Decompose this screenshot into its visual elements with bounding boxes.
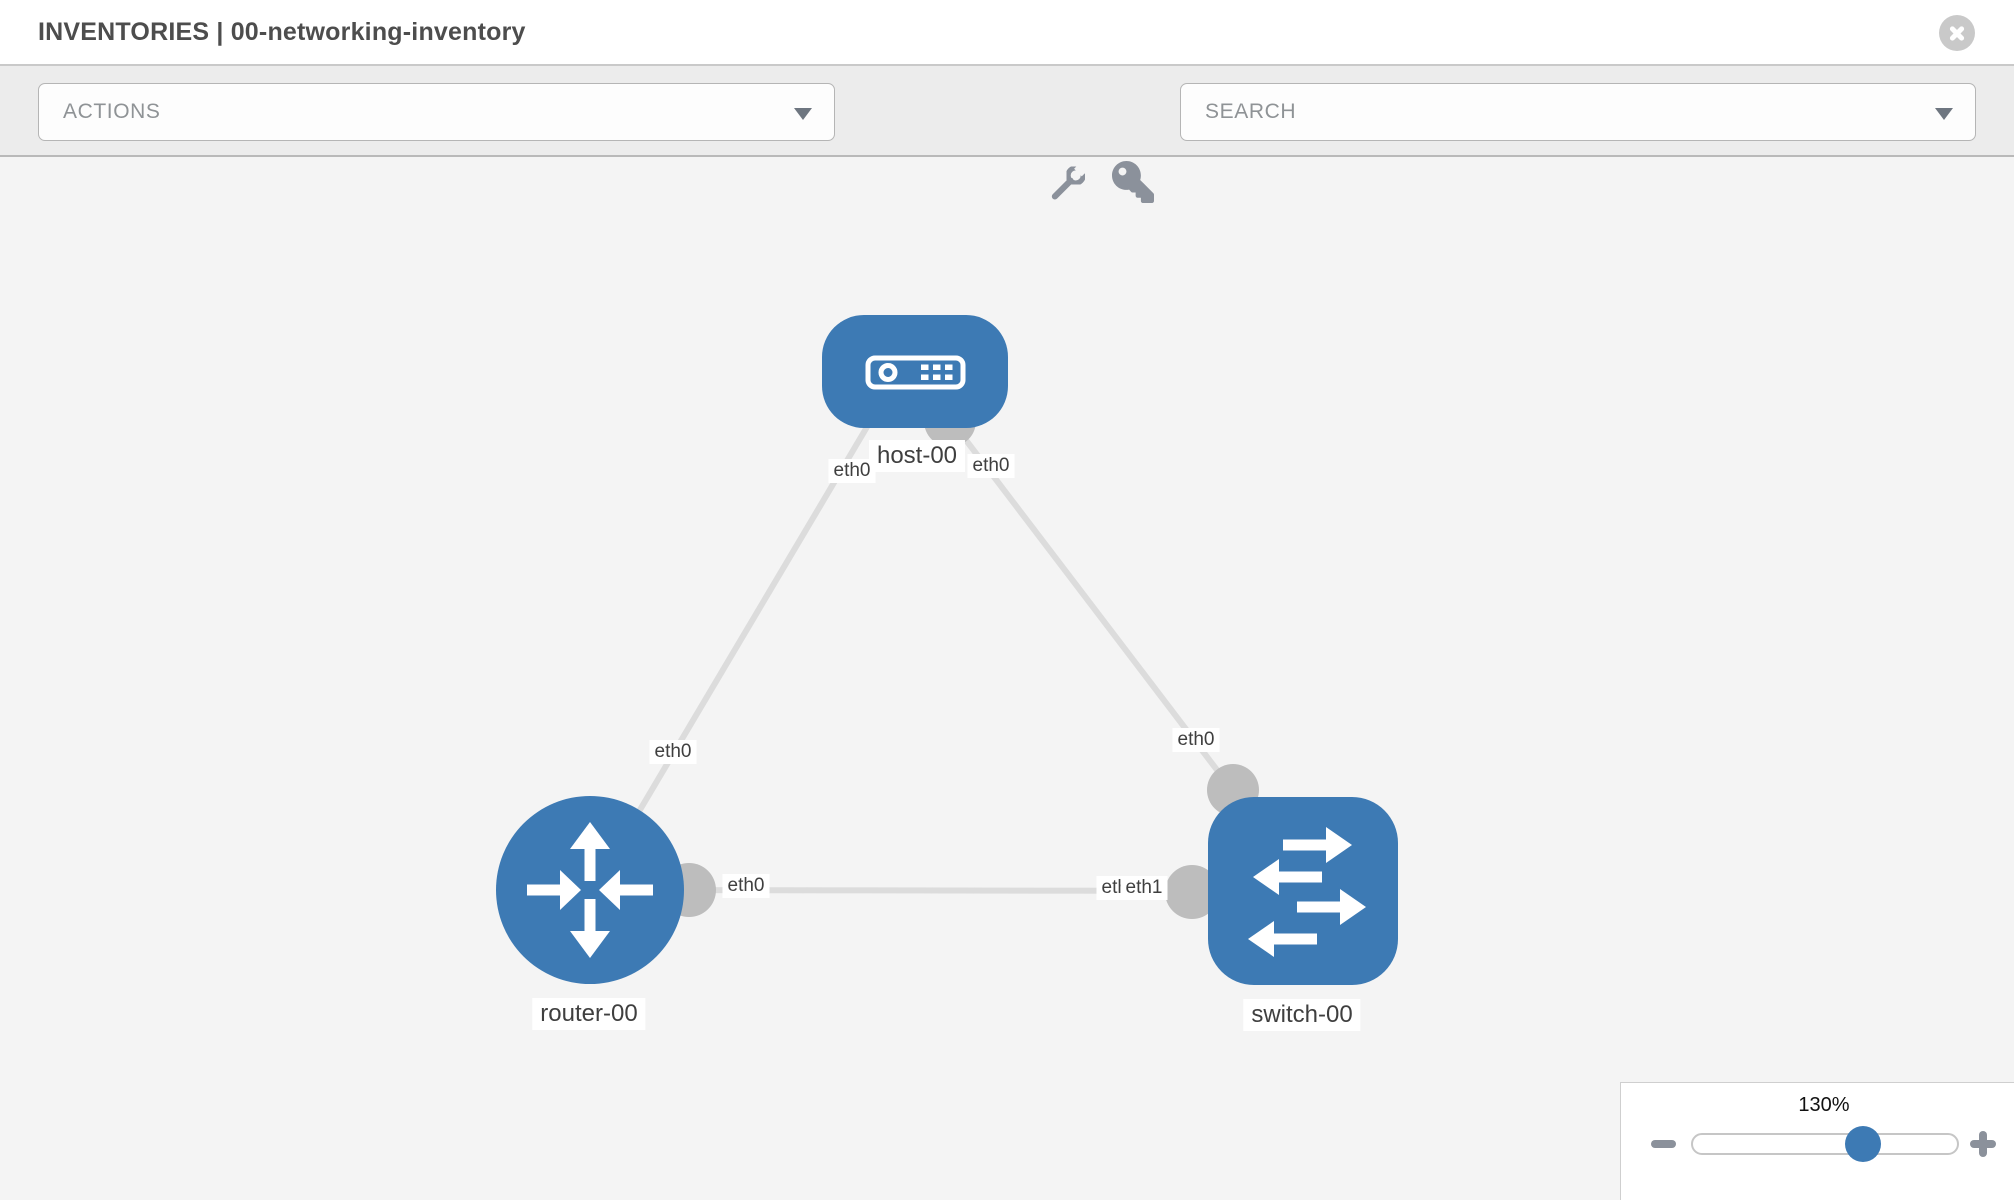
chevron-down-icon: [1935, 108, 1953, 120]
key-icon[interactable]: [1112, 161, 1154, 203]
close-icon[interactable]: [1939, 15, 1975, 51]
node-label-router: router-00: [532, 998, 646, 1030]
search-dropdown[interactable]: SEARCH: [1180, 83, 1976, 141]
switch-icon: [1248, 827, 1366, 957]
plus-icon-bar: [1979, 1131, 1987, 1157]
iface-label-host-eth0-right: eth0: [967, 454, 1015, 478]
toolbar: ACTIONS SEARCH: [0, 66, 2014, 203]
host-icon: [865, 355, 966, 390]
zoom-panel: 130%: [1620, 1082, 2014, 1200]
wrench-icon[interactable]: [1046, 161, 1088, 203]
zoom-in-plus-icon[interactable]: [1970, 1131, 1996, 1157]
iface-label-router-eth0-mid: eth0: [722, 874, 770, 898]
iface-label-switch-eth1-front: eth1: [1120, 876, 1168, 900]
topology-canvas[interactable]: [0, 157, 2014, 1200]
router-icon: [527, 822, 653, 958]
zoom-value: 130%: [1798, 1094, 1850, 1116]
node-switch[interactable]: [1208, 797, 1398, 985]
header: INVENTORIES | 00-networking-inventory: [0, 0, 2014, 66]
iface-label-switch-eth0-top: eth0: [1172, 728, 1220, 752]
actions-dropdown[interactable]: ACTIONS: [38, 83, 835, 141]
node-label-switch: switch-00: [1243, 999, 1361, 1031]
zoom-slider-track[interactable]: [1691, 1133, 1959, 1155]
chevron-down-icon: [794, 108, 812, 120]
zoom-out-minus-icon[interactable]: [1651, 1140, 1676, 1148]
iface-label-host-eth0-left: eth0: [828, 459, 876, 483]
page-title: INVENTORIES | 00-networking-inventory: [38, 18, 526, 46]
iface-label-router-eth0-top: eth0: [649, 740, 697, 764]
port-switch-eth1: [1165, 865, 1219, 919]
node-host[interactable]: [822, 315, 1008, 428]
actions-dropdown-label: ACTIONS: [63, 100, 161, 123]
node-label-host: host-00: [868, 440, 966, 472]
zoom-slider-thumb[interactable]: [1845, 1126, 1881, 1162]
node-router[interactable]: [496, 796, 684, 984]
search-placeholder: SEARCH: [1205, 100, 1297, 123]
